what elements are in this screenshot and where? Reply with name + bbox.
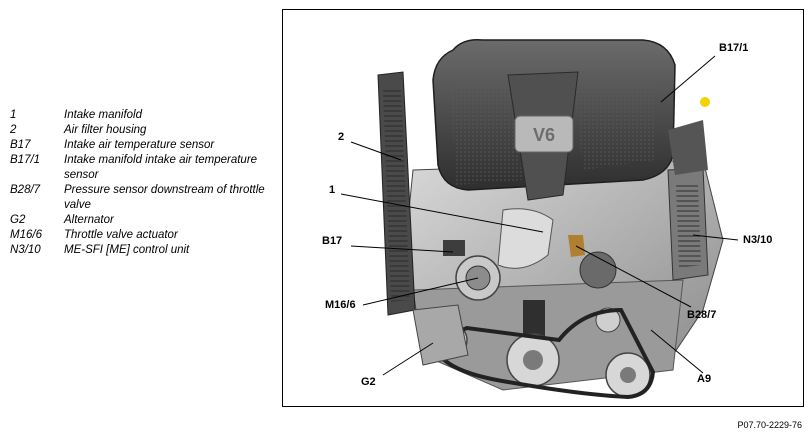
- leader-m16-6: [362, 277, 479, 306]
- drive-belt: [433, 307, 656, 400]
- legend-code: B17/1: [10, 154, 41, 166]
- intake-air-temp-sensor: [443, 240, 465, 256]
- legend-description: Alternator: [64, 214, 114, 226]
- legend-code: B28/7: [10, 184, 41, 196]
- leader-b28-7: [575, 245, 692, 308]
- right-intake-duct: [668, 120, 708, 175]
- leader-a9: [650, 329, 704, 374]
- callout-a9: A9: [697, 373, 712, 385]
- callout-2: 2: [338, 131, 345, 143]
- callout-b28-7: B28/7: [687, 309, 717, 321]
- legend-row: B17/1 Intake manifold intake air tempera…: [10, 153, 272, 183]
- legend-description: Intake manifold: [64, 109, 142, 121]
- callout-n3-10: N3/10: [743, 234, 773, 246]
- component-legend: 1 Intake manifold 2 Air filter housing B…: [10, 108, 272, 258]
- control-unit-fins: [676, 184, 701, 268]
- engine-figure: V6: [282, 9, 804, 407]
- engine-illustration: V6: [340, 38, 739, 400]
- legend-code: N3/10: [10, 244, 41, 256]
- leader-b17: [350, 245, 454, 253]
- v6-badge: [514, 115, 574, 153]
- legend-row: M16/6 Throttle valve actuator: [10, 228, 272, 243]
- sensor-connector: [700, 97, 710, 107]
- leader-g2: [382, 342, 434, 376]
- alternator-body: [412, 304, 469, 366]
- legend-code: G2: [10, 214, 26, 226]
- leader-n3-10: [692, 234, 739, 241]
- cover-texture-left: [451, 80, 523, 185]
- legend-code: B17: [10, 139, 31, 151]
- legend-description: Air filter housing: [64, 124, 147, 136]
- legend-description: Throttle valve actuator: [64, 229, 178, 241]
- legend-row: G2 Alternator: [10, 213, 272, 228]
- crank-pulley-hub: [523, 350, 543, 370]
- ac-pulley-hub: [620, 367, 636, 383]
- callout-b17-1: B17/1: [719, 42, 749, 54]
- leader-lines: [340, 55, 739, 376]
- callout-1: 1: [329, 184, 336, 196]
- callout-g2: G2: [361, 376, 376, 388]
- leader-b17-1: [660, 55, 716, 103]
- callout-m16-6: M16/6: [325, 299, 356, 311]
- legend-description: ME-SFI [ME] control unit: [64, 244, 190, 256]
- figure-reference-number: P07.70-2229-76: [737, 420, 802, 430]
- legend-description: Pressure sensor downstream of throttle v…: [64, 184, 265, 211]
- legend-row: 2 Air filter housing: [10, 123, 272, 138]
- legend-row: B17 Intake air temperature sensor: [10, 138, 272, 153]
- leader-1: [340, 193, 544, 233]
- legend-code: 1: [10, 109, 17, 121]
- intake-manifold: [497, 208, 554, 269]
- cover-texture-right: [573, 80, 655, 170]
- legend-description: Intake manifold intake air temperature s…: [64, 154, 258, 181]
- legend-row: 1 Intake manifold: [10, 108, 272, 123]
- oil-filter-cap: [579, 251, 617, 289]
- legend-description: Intake air temperature sensor: [64, 139, 215, 151]
- callout-b17: B17: [322, 235, 343, 247]
- legend-row: B28/7 Pressure sensor downstream of thro…: [10, 183, 272, 213]
- leader-2: [350, 141, 402, 161]
- v6-badge-text: V6: [533, 125, 555, 145]
- legend-code: 2: [10, 124, 17, 136]
- legend-code: M16/6: [10, 229, 42, 241]
- legend-row: N3/10 ME-SFI [ME] control unit: [10, 243, 272, 258]
